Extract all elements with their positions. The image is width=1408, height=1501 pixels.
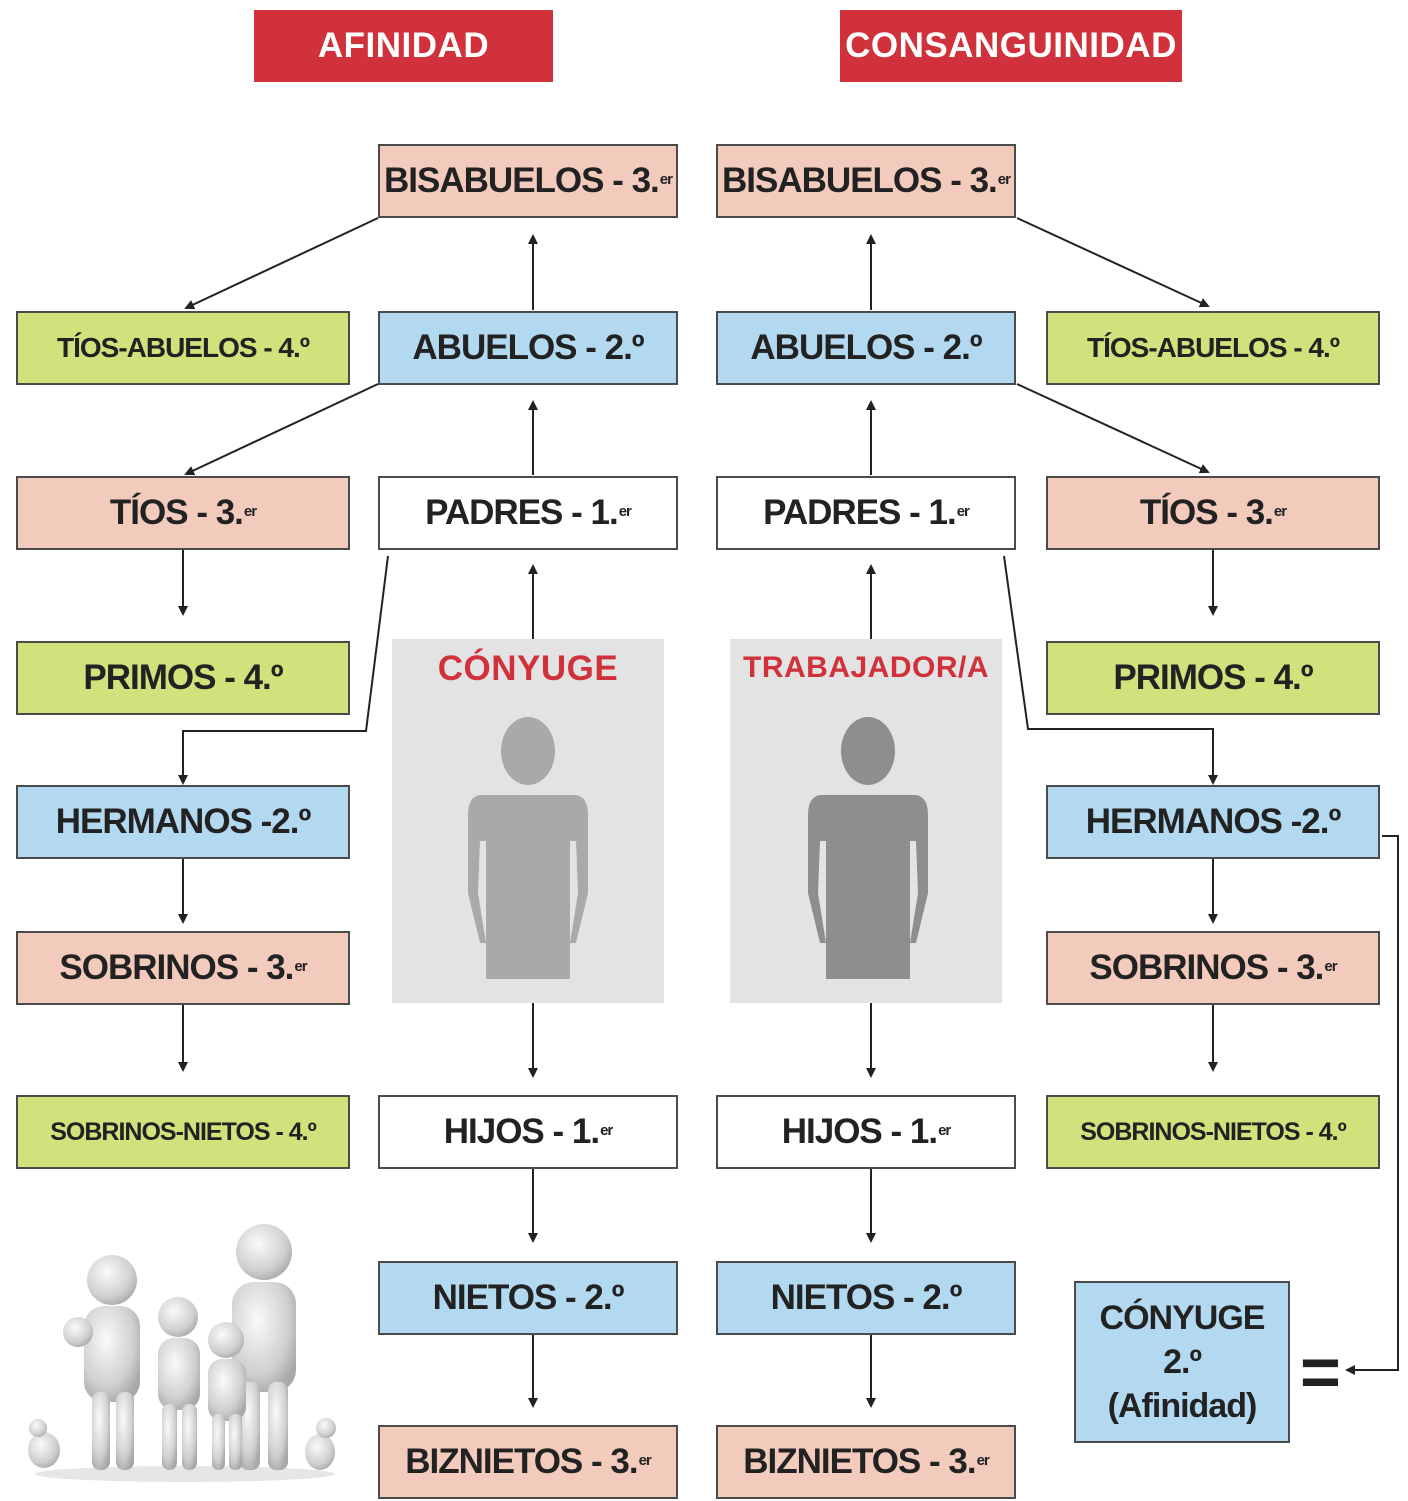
- right-abuelos-label: ABUELOS - 2.º: [750, 328, 982, 367]
- right-sobrinos-nietos-label: SOBRINOS-NIETOS - 4.º: [1080, 1117, 1346, 1146]
- left-biznietos-box: BIZNIETOS - 3.er: [378, 1425, 678, 1499]
- left-sobrinos-nietos-box: SOBRINOS-NIETOS - 4.º: [16, 1095, 350, 1169]
- left-padres-sup: er: [618, 502, 632, 520]
- left-tios-box: TÍOS - 3.er: [16, 476, 350, 550]
- right-sobrinos-box: SOBRINOS - 3.er: [1046, 931, 1380, 1005]
- left-biznietos-sup: er: [638, 1451, 652, 1469]
- header-consanguinidad: CONSANGUINIDAD: [840, 10, 1182, 82]
- right-nietos-label: NIETOS - 2.º: [770, 1278, 963, 1317]
- trabajador-label: TRABAJADOR/A: [743, 651, 989, 684]
- left-nietos-box: NIETOS - 2.º: [378, 1261, 678, 1335]
- left-sobrinos-nietos-label: SOBRINOS-NIETOS - 4.º: [50, 1117, 316, 1146]
- left-bisabuelos-box: BISABUELOS - 3.er: [378, 144, 678, 218]
- right-hijos-sup: er: [938, 1121, 951, 1139]
- conyuge-afinidad-line2: 2.º: [1163, 1343, 1202, 1381]
- left-tios-abuelos-box: TÍOS-ABUELOS - 4.º: [16, 311, 350, 385]
- right-tios-abuelos-label: TÍOS-ABUELOS - 4.º: [1086, 332, 1340, 363]
- equals-sign: =: [1300, 1333, 1341, 1411]
- right-padres-sup: er: [956, 502, 970, 520]
- left-center-panel: CÓNYUGE: [392, 639, 664, 1003]
- left-sobrinos-label: SOBRINOS - 3.: [59, 948, 294, 987]
- right-abuelos-box: ABUELOS - 2.º: [716, 311, 1016, 385]
- conyuge-afinidad-line1: CÓNYUGE: [1099, 1299, 1266, 1337]
- right-tios-label: TÍOS - 3.: [1139, 493, 1274, 532]
- right-tios-abuelos-box: TÍOS-ABUELOS - 4.º: [1046, 311, 1380, 385]
- left-hermanos-box: HERMANOS -2.º: [16, 785, 350, 859]
- conyuge-label: CÓNYUGE: [437, 649, 619, 688]
- left-hijos-label: HIJOS - 1.: [443, 1112, 600, 1151]
- left-primos-label: PRIMOS - 4.º: [83, 658, 283, 697]
- right-primos-box: PRIMOS - 4.º: [1046, 641, 1380, 715]
- right-sobrinos-nietos-box: SOBRINOS-NIETOS - 4.º: [1046, 1095, 1380, 1169]
- left-abuelos-label: ABUELOS - 2.º: [412, 328, 644, 367]
- right-center-panel: TRABAJADOR/A: [730, 639, 1002, 1003]
- right-biznietos-label: BIZNIETOS - 3.: [743, 1442, 976, 1481]
- left-tios-sup: er: [243, 502, 257, 520]
- right-hijos-label: HIJOS - 1.: [781, 1112, 938, 1151]
- left-bisabuelos-sup: er: [659, 170, 673, 188]
- right-primos-label: PRIMOS - 4.º: [1113, 658, 1313, 697]
- right-bisabuelos-sup: er: [997, 170, 1011, 188]
- left-nietos-label: NIETOS - 2.º: [432, 1278, 625, 1317]
- right-biznietos-box: BIZNIETOS - 3.er: [716, 1425, 1016, 1499]
- left-hermanos-label: HERMANOS -2.º: [55, 802, 312, 841]
- left-hijos-box: HIJOS - 1.er: [378, 1095, 678, 1169]
- header-afinidad: AFINIDAD: [254, 10, 553, 82]
- right-tios-sup: er: [1273, 502, 1287, 520]
- left-primos-box: PRIMOS - 4.º: [16, 641, 350, 715]
- left-padres-box: PADRES - 1.er: [378, 476, 678, 550]
- left-tios-label: TÍOS - 3.: [109, 493, 244, 532]
- right-biznietos-sup: er: [976, 1451, 990, 1469]
- person-silhouette-icon: [468, 717, 588, 979]
- right-sobrinos-sup: er: [1324, 957, 1337, 975]
- left-sobrinos-sup: er: [294, 957, 307, 975]
- right-tios-box: TÍOS - 3.er: [1046, 476, 1380, 550]
- family-figures-icon: [28, 1224, 336, 1482]
- left-tios-abuelos-label: TÍOS-ABUELOS - 4.º: [56, 332, 310, 363]
- left-abuelos-box: ABUELOS - 2.º: [378, 311, 678, 385]
- left-padres-label: PADRES - 1.: [425, 493, 619, 532]
- right-bisabuelos-label: BISABUELOS - 3.: [722, 161, 998, 200]
- right-bisabuelos-box: BISABUELOS - 3.er: [716, 144, 1016, 218]
- left-hijos-sup: er: [600, 1121, 613, 1139]
- right-hermanos-label: HERMANOS -2.º: [1085, 802, 1342, 841]
- person-silhouette-icon: [808, 717, 928, 979]
- right-hijos-box: HIJOS - 1.er: [716, 1095, 1016, 1169]
- right-padres-label: PADRES - 1.: [763, 493, 957, 532]
- right-hermanos-box: HERMANOS -2.º: [1046, 785, 1380, 859]
- left-bisabuelos-label: BISABUELOS - 3.: [384, 161, 660, 200]
- right-padres-box: PADRES - 1.er: [716, 476, 1016, 550]
- right-nietos-box: NIETOS - 2.º: [716, 1261, 1016, 1335]
- right-sobrinos-label: SOBRINOS - 3.: [1089, 948, 1324, 987]
- conyuge-afinidad-line3: (Afinidad): [1107, 1387, 1258, 1425]
- left-sobrinos-box: SOBRINOS - 3.er: [16, 931, 350, 1005]
- conyuge-afinidad-box: CÓNYUGE 2.º (Afinidad): [1074, 1281, 1290, 1443]
- left-biznietos-label: BIZNIETOS - 3.: [405, 1442, 638, 1481]
